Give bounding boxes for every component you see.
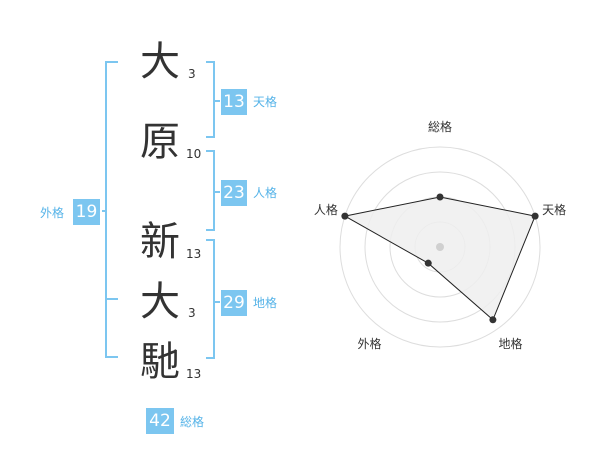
chikaku-label: 地格 [253, 296, 278, 310]
jinkaku-value-badge: 23 [221, 180, 247, 206]
jinkaku-label: 人格 [253, 186, 278, 200]
tenkaku-value-badge: 13 [221, 89, 247, 115]
radar-center-dot [436, 243, 444, 251]
chikaku-bracket [206, 239, 215, 359]
gaikaku-value-badge: 19 [73, 199, 100, 225]
name-char-1: 大 [140, 39, 180, 85]
gaikaku-bracket [105, 61, 118, 358]
radar-axis-label-1: 総格 [428, 119, 452, 134]
radar-axis-label-5: 人格 [314, 202, 338, 217]
name-char-2: 原 [140, 119, 180, 165]
radar-axis-label-4: 外格 [357, 336, 381, 351]
name-char-3: 新 [140, 219, 180, 265]
stroke-count-3: 13 [186, 247, 202, 261]
radar-point-2 [531, 212, 539, 220]
radar-axis-label-2: 天格 [542, 202, 566, 217]
stroke-count-1: 3 [188, 67, 196, 81]
stroke-count-4: 3 [188, 306, 196, 320]
radar-point-3 [489, 316, 497, 324]
radar-point-4 [424, 259, 432, 267]
radar-point-5 [341, 212, 349, 220]
stroke-count-5: 13 [186, 367, 202, 381]
radar-ring-4 [339, 146, 541, 348]
tenkaku-bracket [206, 61, 215, 138]
radar-area [343, 196, 536, 321]
tenkaku-label: 天格 [253, 95, 278, 109]
name-char-5: 馳 [140, 339, 180, 385]
soukaku-value-badge: 42 [146, 408, 174, 434]
name-char-4: 大 [140, 279, 180, 325]
soukaku-label: 総格 [180, 415, 205, 429]
radar-point-1 [436, 193, 444, 201]
radar-axis-label-3: 地格 [498, 336, 522, 351]
jinkaku-bracket [206, 150, 215, 231]
stroke-count-2: 10 [186, 147, 202, 161]
gaikaku-label: 外格 [40, 206, 65, 220]
chikaku-value-badge: 29 [221, 290, 247, 316]
